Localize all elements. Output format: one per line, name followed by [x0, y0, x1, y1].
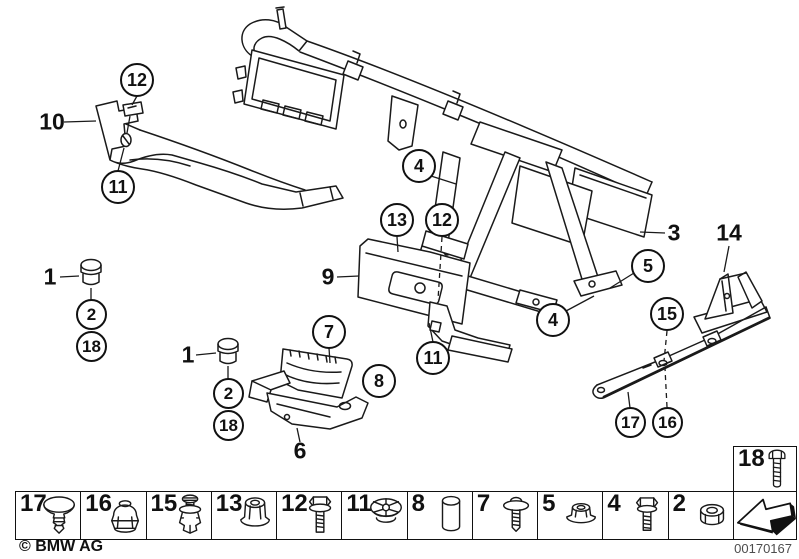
- label-1[interactable]: 1: [43, 263, 57, 290]
- legend-cell-5[interactable]: 5: [538, 490, 604, 539]
- cap-nut-icon: [110, 500, 139, 533]
- legend-number: 12: [281, 490, 308, 517]
- callout-15[interactable]: 15: [650, 297, 684, 331]
- callout-11[interactable]: 11: [416, 341, 450, 375]
- legend-cell-4[interactable]: 4: [603, 490, 669, 539]
- legend-cell-12[interactable]: 12: [277, 490, 343, 539]
- legend-cell-18[interactable]: 18: [733, 445, 797, 492]
- legend-number: 18: [738, 445, 765, 472]
- direction-arrow-cell: [733, 491, 797, 540]
- legend-number: 17: [20, 490, 47, 517]
- screw-rivet-icon: [178, 494, 202, 534]
- callout-12[interactable]: 12: [120, 63, 154, 97]
- part-6-bracket: [248, 348, 369, 430]
- callout-8[interactable]: 8: [362, 364, 396, 398]
- bmw-copyright: © BMW AG: [19, 538, 104, 555]
- legend-cell-7[interactable]: 7: [473, 490, 539, 539]
- hex-nut-icon: [699, 503, 725, 526]
- label-1[interactable]: 1: [181, 341, 195, 368]
- part-carrier: [232, 6, 653, 314]
- legend-number: 15: [150, 490, 178, 517]
- fastener-legend: 17 16 15: [15, 490, 734, 540]
- legend-cell-17[interactable]: 17: [16, 490, 82, 539]
- legend-number: 4: [607, 490, 621, 517]
- legend-number: 8: [411, 490, 425, 517]
- callout-2[interactable]: 2: [213, 378, 244, 409]
- label-9[interactable]: 9: [321, 263, 335, 290]
- callout-7[interactable]: 7: [312, 315, 346, 349]
- diagram-id: 00170167: [734, 541, 792, 556]
- legend-number: 13: [215, 490, 243, 517]
- direction-arrow-icon: [737, 498, 796, 536]
- hex-screw-with-washer-icon: [309, 496, 332, 533]
- legend-cell-13[interactable]: 13: [212, 490, 278, 539]
- legend-cell-8[interactable]: 8: [408, 490, 473, 539]
- label-14[interactable]: 14: [716, 219, 742, 246]
- legend-cell-15[interactable]: 15: [147, 490, 212, 539]
- spacer-sleeve-icon: [441, 495, 461, 532]
- collar-nut-icon: [240, 497, 271, 527]
- washer-head-screw-icon: [503, 496, 530, 532]
- label-3[interactable]: 3: [667, 219, 681, 246]
- callout-17[interactable]: 17: [615, 407, 646, 438]
- expanding-rivet-icon: [43, 496, 76, 534]
- callout-12[interactable]: 12: [425, 203, 459, 237]
- legend-number: 16: [85, 490, 112, 517]
- label-6[interactable]: 6: [293, 437, 307, 464]
- callout-4[interactable]: 4: [402, 149, 436, 183]
- part-17-rail: [592, 306, 771, 399]
- legend-cell-16[interactable]: 16: [81, 490, 147, 539]
- callout-11[interactable]: 11: [101, 170, 135, 204]
- legend-number: 7: [476, 490, 491, 517]
- hex-flange-bolt-icon: [635, 497, 658, 531]
- hex-bolt-icon: [768, 449, 786, 488]
- leader-lines: [59, 95, 730, 443]
- legend-number: 11: [346, 490, 372, 517]
- part-9-bracket: [357, 230, 513, 363]
- legend-number: 2: [672, 490, 687, 517]
- flange-nut-icon: [566, 502, 597, 524]
- legend-number: 5: [542, 490, 556, 517]
- grommet-icon: [369, 498, 402, 523]
- part-14-bracket: [693, 271, 768, 334]
- label-10[interactable]: 10: [39, 108, 65, 135]
- callout-18[interactable]: 18: [213, 410, 244, 441]
- callout-18[interactable]: 18: [76, 331, 107, 362]
- legend-cell-2[interactable]: 2: [669, 490, 733, 539]
- callout-4[interactable]: 4: [536, 303, 570, 337]
- legend-cell-11[interactable]: 11: [342, 490, 408, 539]
- callout-13[interactable]: 13: [380, 203, 414, 237]
- callout-2[interactable]: 2: [76, 299, 107, 330]
- callout-16[interactable]: 16: [652, 407, 683, 438]
- callout-5[interactable]: 5: [631, 249, 665, 283]
